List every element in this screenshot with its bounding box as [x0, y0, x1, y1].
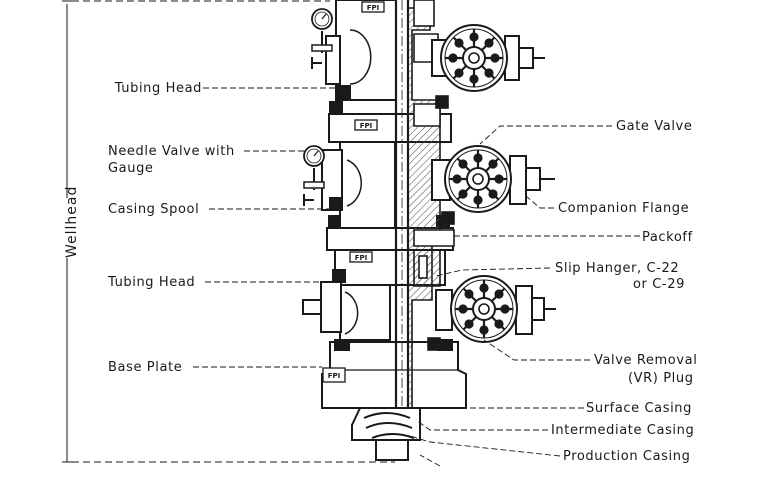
- upper-tubing-head-body: [325, 0, 397, 101]
- label-packoff: Packoff: [642, 230, 693, 245]
- label-valve-removal-line2: (VR) Plug: [628, 371, 694, 386]
- label-valve-removal-line1: Valve Removal: [594, 353, 698, 368]
- label-tubing-head-lower: Tubing Head: [108, 275, 196, 290]
- label-companion-flange: Companion Flange: [558, 201, 690, 216]
- gate-valve-lower: [435, 274, 556, 344]
- label-casing-spool: Casing Spool: [108, 202, 200, 217]
- label-needle-valve-line2: Gauge: [108, 161, 154, 176]
- label-base-plate: Base Plate: [108, 360, 183, 375]
- label-tubing-head-upper: Tubing Head: [114, 81, 202, 96]
- label-slip-hanger-line2: or C-29: [633, 277, 685, 292]
- label-slip-hanger-line1: Slip Hanger, C-22: [555, 261, 680, 276]
- gate-valve-middle: [431, 144, 555, 214]
- label-gate-valve: Gate Valve: [616, 119, 693, 134]
- casing-strings: [351, 407, 421, 461]
- nameplate-text-1: FPI: [367, 4, 380, 12]
- label-intermediate-casing: Intermediate Casing: [551, 423, 695, 438]
- label-surface-casing: Surface Casing: [586, 401, 692, 416]
- label-production-casing: Production Casing: [563, 449, 691, 464]
- nameplate-text-3: FPI: [355, 254, 368, 262]
- base-plate-body: [321, 339, 467, 409]
- wellhead-dimension-label: Wellhead: [62, 185, 82, 258]
- nameplate-text-4: FPI: [328, 372, 341, 380]
- gate-valve-upper: [431, 23, 545, 93]
- label-needle-valve-line1: Needle Valve with: [108, 144, 235, 159]
- right-leader-lines: [409, 125, 640, 467]
- left-leader-lines: [193, 87, 340, 368]
- nameplate-text-2: FPI: [360, 122, 373, 130]
